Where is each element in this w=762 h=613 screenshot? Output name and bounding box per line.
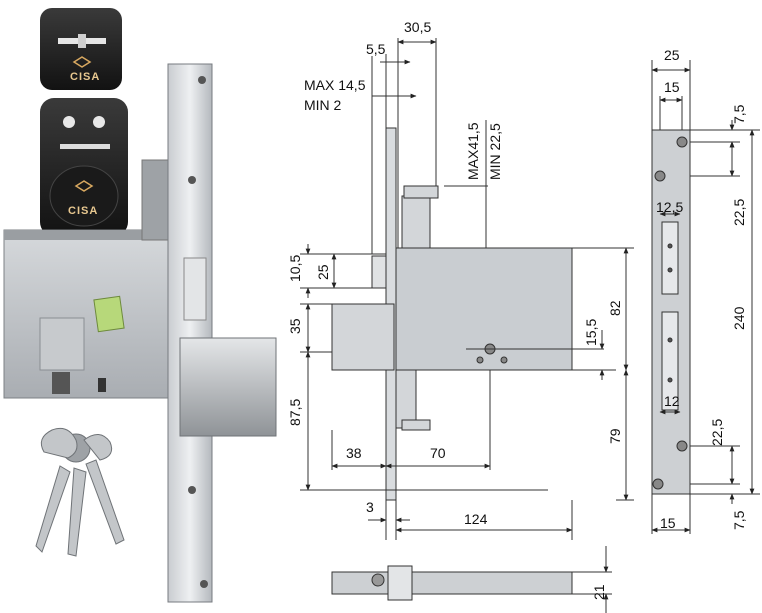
dim-79: 79: [607, 428, 623, 444]
brand-logo-bottom: CISA: [68, 205, 98, 217]
dim-bolt-21: 21: [591, 584, 607, 600]
dim-max-14-5: MAX 14,5: [304, 77, 366, 93]
upper-latch: [401, 195, 431, 249]
product-photo: CISA CISA: [3, 8, 277, 603]
dim-fp-15-top: 15: [664, 79, 680, 95]
dim-fp-7-5-top: 7,5: [731, 104, 747, 124]
dim-87-5: 87,5: [287, 399, 303, 426]
dim-70: 70: [430, 445, 446, 461]
dim-35: 35: [287, 318, 303, 334]
lock-faceplate: [167, 63, 213, 603]
dim-fp-240: 240: [731, 306, 747, 330]
lower-latch: [395, 369, 417, 429]
dim-fp-12: 12: [664, 393, 680, 409]
dim-82: 82: [607, 300, 623, 316]
dim-10-5: 10,5: [287, 255, 303, 282]
dim-max-41-5: MAX41,5: [465, 122, 481, 180]
dim-15-5: 15,5: [583, 319, 599, 346]
dim-124: 124: [464, 511, 488, 527]
dim-fp-22-5-lower: 22,5: [709, 419, 725, 446]
dim-min-2: MIN 2: [304, 97, 342, 113]
dim-min-22-5: MIN 22,5: [487, 123, 503, 180]
front-deadbolt: [331, 303, 395, 371]
dim-38: 38: [346, 445, 362, 461]
front-view-drawing: [300, 38, 634, 540]
lock-case: [3, 159, 183, 399]
deadbolt: [179, 337, 277, 437]
dim-30-5: 30,5: [404, 19, 431, 35]
bolt-bar: [331, 571, 573, 595]
brand-logo-top: CISA: [70, 71, 100, 83]
dim-25: 25: [315, 264, 331, 280]
bolt-top-view: [331, 546, 612, 613]
escutcheon-plate-top: CISA: [40, 8, 122, 90]
dim-fp-12-5: 12,5: [656, 199, 683, 215]
escutcheon-plate-bottom: CISA: [40, 98, 128, 236]
dim-fp-22-5-upper: 22,5: [731, 199, 747, 226]
faceplate-drawing: [651, 60, 760, 534]
dim-5-5: 5,5: [366, 41, 386, 57]
faceplate-labels: 25 15 7,5 12,5 22,5 240 12 22,5 15 7,5: [656, 47, 747, 531]
faceplate-latch-slot: [661, 221, 679, 295]
dim-fp-7-5-bottom: 7,5: [731, 510, 747, 530]
dim-3: 3: [366, 499, 374, 515]
front-view-labels: 30,5 5,5 MAX 14,5 MIN 2 MAX41,5 MIN 22,5…: [287, 19, 623, 527]
lock-body-outline: [393, 247, 573, 371]
dim-fp-25: 25: [664, 47, 680, 63]
keys: [35, 427, 125, 557]
dim-fp-15-bottom: 15: [660, 515, 676, 531]
